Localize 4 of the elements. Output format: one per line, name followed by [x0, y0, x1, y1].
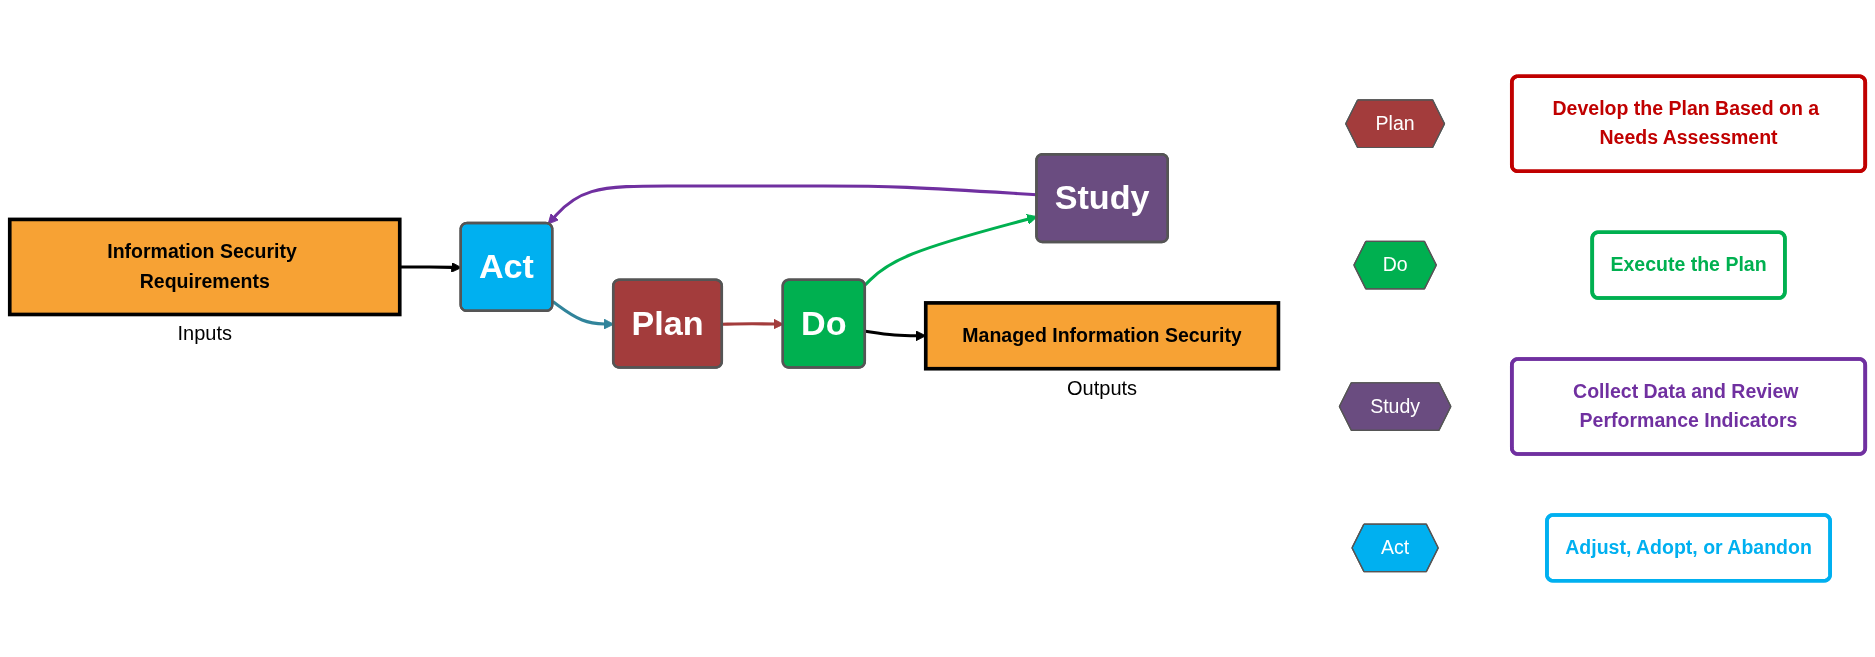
node-caption: Outputs	[1067, 376, 1138, 400]
node-caption: Inputs	[177, 322, 232, 346]
node-box: Managed Information Security	[923, 301, 1281, 371]
node-box: Information Security Requirements	[7, 217, 402, 317]
